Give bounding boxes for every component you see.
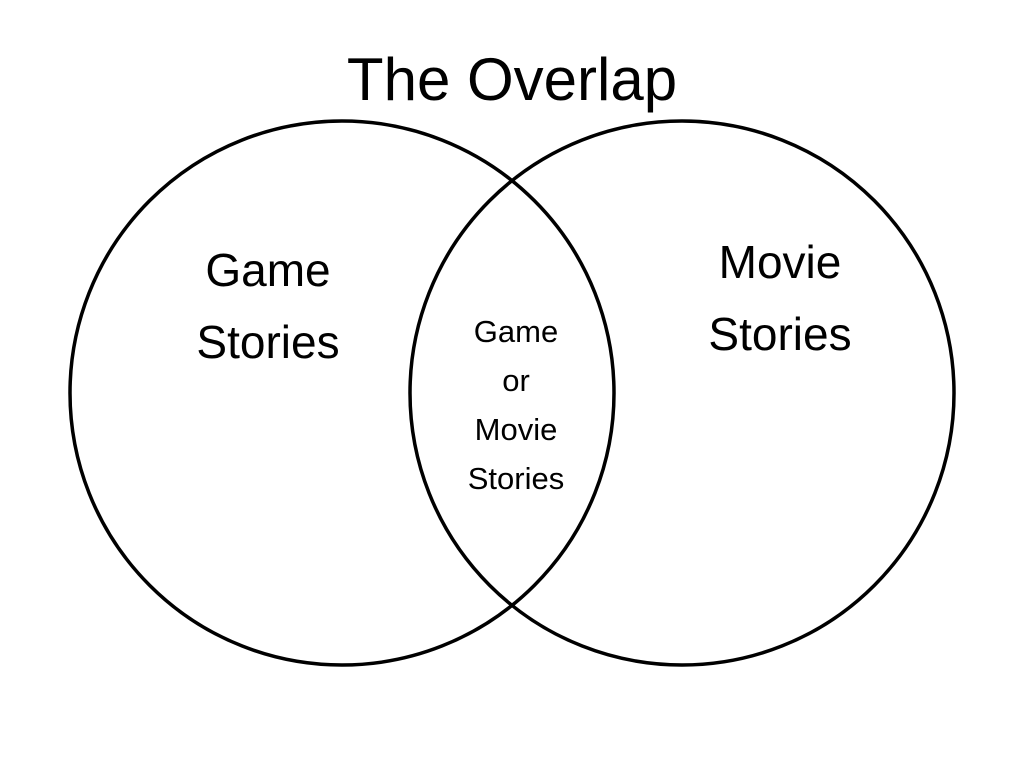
- left-set-label-line-2: Stories: [196, 316, 340, 368]
- intersection-label: Game or Movie Stories: [436, 307, 596, 503]
- right-set-circle: [408, 119, 956, 667]
- right-set-label-line-2: Stories: [708, 308, 852, 360]
- page-title: The Overlap: [346, 46, 678, 113]
- intersection-label-line-2: or: [502, 363, 530, 398]
- left-set-label-line-1: Game: [205, 244, 331, 296]
- intersection-label-line-4: Stories: [467, 461, 565, 496]
- left-set-label: Game Stories: [168, 234, 368, 378]
- intersection-label-line-3: Movie: [474, 412, 558, 447]
- intersection-label-line-1: Game: [473, 314, 559, 349]
- right-set-label: Movie Stories: [680, 226, 880, 370]
- right-set-label-line-1: Movie: [718, 236, 842, 288]
- left-set-circle: [68, 119, 616, 667]
